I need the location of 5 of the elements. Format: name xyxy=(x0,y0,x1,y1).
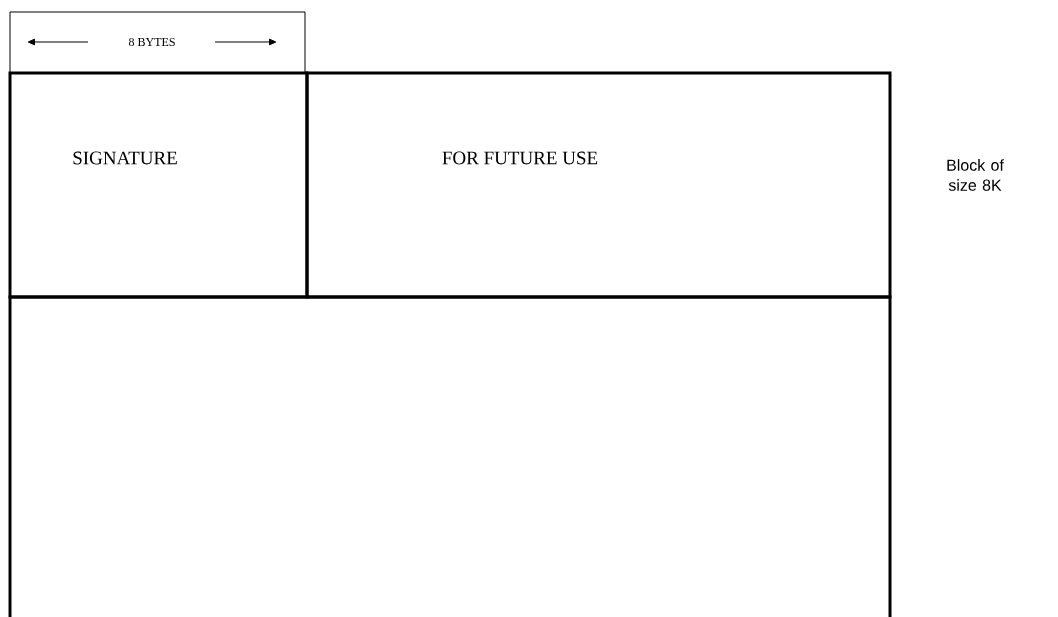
side-note: Block of size 8K xyxy=(947,159,1004,191)
dimension-box: 8 BYTES xyxy=(9,11,306,74)
field-cell: SIGNATURE xyxy=(8,71,309,299)
open-box xyxy=(8,295,892,617)
field-cell: FOR FUTURE USE xyxy=(305,71,892,299)
